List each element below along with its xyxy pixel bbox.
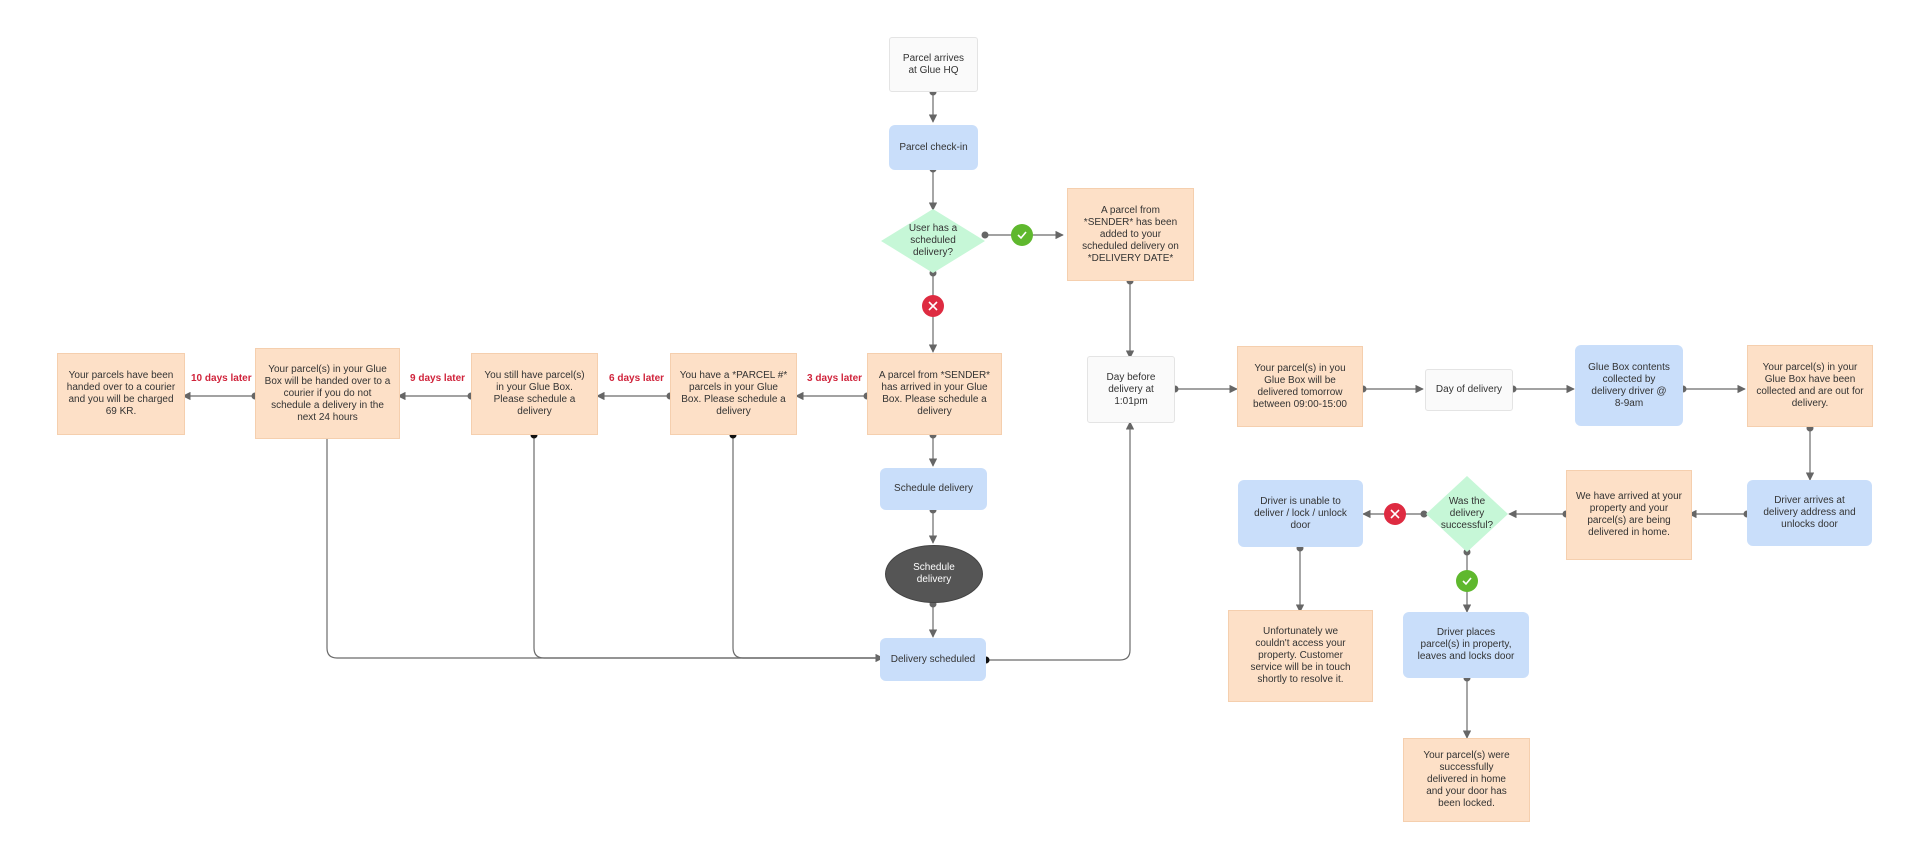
diamond-shape [881,209,985,273]
node-label: You have a *PARCEL #* parcels in your Gl… [679,370,788,417]
edge-scheduled-to-daybefore [986,421,1135,661]
label-6-days-later: 6 days later [609,373,665,384]
node-label: Driver is unable to deliver / lock / unl… [1254,495,1347,531]
edge-still-to-scheduled [533,435,883,659]
edge-parcels-to-scheduled [732,435,883,659]
decision-label: Was the delivery successful? [1440,496,1494,531]
node-driver-unable[interactable]: Driver is unable to deliver / lock / unl… [1238,480,1363,547]
check-icon [1017,231,1027,240]
node-still-have-parcels[interactable]: You still have parcel(s) in your Glue Bo… [471,353,598,435]
node-contents-collected[interactable]: Glue Box contents collected by delivery … [1575,345,1683,426]
diamond-shape [1426,476,1508,552]
label-3-days-later: 3 days later [807,373,863,384]
node-label: Parcel check-in [899,141,968,153]
node-label: A parcel from *SENDER* has been added to… [1082,204,1179,264]
node-parcel-arrives[interactable]: Parcel arrives at Glue HQ [889,37,978,92]
node-label: Your parcels have been handed over to a … [66,370,176,417]
label-10-days-later: 10 days later [191,373,252,384]
node-handed-over-24h[interactable]: Your parcel(s) in your Glue Box will be … [255,348,400,439]
port [1420,510,1428,518]
node-label: Schedule delivery [913,562,955,585]
no-badge [922,295,944,317]
node-label: Schedule delivery [894,483,973,494]
node-arrived-in-box[interactable]: A parcel from *SENDER* has arrived in yo… [867,353,1002,435]
yes-badge [1456,570,1478,592]
decision-label: User has a scheduled delivery? [908,223,958,258]
node-schedule-delivery-screen[interactable]: Schedule delivery [885,545,983,603]
node-we-have-arrived[interactable]: We have arrived at your property and you… [1566,470,1692,560]
node-label: Day of delivery [1435,384,1503,395]
node-label: Driver places parcel(s) in property, lea… [1417,627,1515,662]
node-label: Parcel arrives at Glue HQ [902,52,965,76]
node-driver-arrives[interactable]: Driver arrives at delivery address and u… [1747,480,1872,546]
no-badge [1384,503,1406,525]
node-parcel-checkin[interactable]: Parcel check-in [889,125,978,170]
node-successfully-delivered[interactable]: Your parcel(s) were successfully deliver… [1403,738,1530,822]
node-label: A parcel from *SENDER* has arrived in yo… [878,370,991,417]
node-schedule-delivery-action[interactable]: Schedule delivery [880,468,987,510]
node-handed-over-charged[interactable]: Your parcels have been handed over to a … [57,353,185,435]
node-delivery-scheduled[interactable]: Delivery scheduled [880,638,986,681]
port [981,231,989,239]
node-label: Delivery scheduled [890,653,976,665]
node-label: Your parcel(s) were successfully deliver… [1423,750,1510,809]
node-label: We have arrived at your property and you… [1576,491,1682,538]
node-could-not-access[interactable]: Unfortunately we couldn't access your pr… [1228,610,1373,702]
node-label: Glue Box contents collected by delivery … [1588,361,1670,409]
cross-icon [928,301,938,311]
label-9-days-later: 9 days later [410,373,466,384]
node-label: Day before delivery at 1:01pm [1106,371,1156,407]
node-label: Your parcel(s) in your Glue Box will be … [264,363,391,423]
node-label: Unfortunately we couldn't access your pr… [1250,626,1351,685]
node-label: Driver arrives at delivery address and u… [1763,495,1856,530]
decision-was-successful[interactable]: Was the delivery successful? [1426,476,1508,552]
node-parcels-in-box[interactable]: You have a *PARCEL #* parcels in your Gl… [670,353,797,435]
node-label: You still have parcel(s) in your Glue Bo… [484,370,585,417]
node-added-to-delivery[interactable]: A parcel from *SENDER* has been added to… [1067,188,1194,281]
node-label: Your parcel(s) in you Glue Box will be d… [1253,362,1347,410]
yes-badge [1011,224,1033,246]
check-icon [1462,577,1472,586]
node-day-of-delivery[interactable]: Day of delivery [1425,369,1513,411]
node-delivered-tomorrow[interactable]: Your parcel(s) in you Glue Box will be d… [1237,346,1363,427]
node-label: Your parcel(s) in your Glue Box have bee… [1756,362,1864,409]
cross-icon [1390,509,1400,519]
node-out-for-delivery[interactable]: Your parcel(s) in your Glue Box have bee… [1747,345,1873,427]
node-driver-places[interactable]: Driver places parcel(s) in property, lea… [1403,612,1529,678]
node-day-before[interactable]: Day before delivery at 1:01pm [1087,356,1175,423]
decision-user-has-scheduled[interactable]: User has a scheduled delivery? [881,209,985,273]
edge-24h-to-scheduled [326,435,884,663]
